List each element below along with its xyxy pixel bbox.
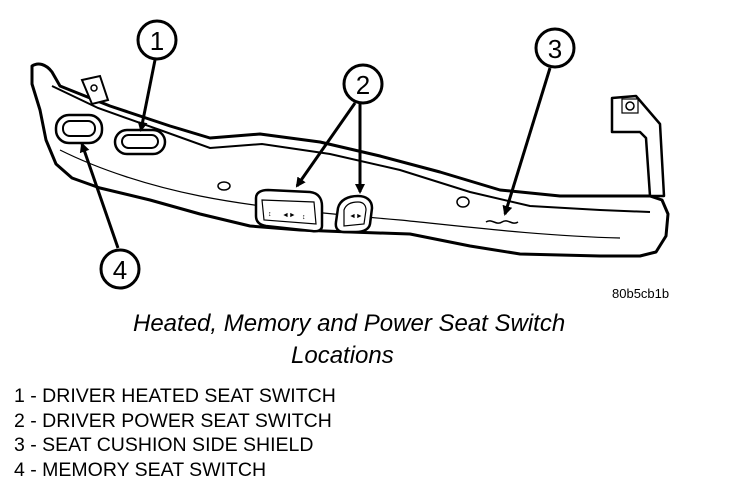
- figure-reference-code: 80b5cb1b: [612, 286, 670, 301]
- leader-arrow-3: [502, 67, 552, 216]
- legend-item: 3 - SEAT CUSHION SIDE SHIELD: [14, 434, 314, 456]
- callout-3-number: 3: [548, 34, 562, 64]
- svg-text:◄►: ◄►: [349, 213, 363, 220]
- legend-item: 4 - MEMORY SEAT SWITCH: [14, 458, 267, 481]
- callout-1: 1: [136, 19, 178, 61]
- shield-hole: [217, 181, 231, 191]
- callout-1-number: 1: [150, 26, 164, 56]
- rear-flange-bolt-hole: [625, 101, 635, 111]
- front-mount-bolt-hole: [90, 84, 98, 92]
- memory-seat-switch: [54, 113, 104, 145]
- power-seat-switch-main: ↕ ◄► ↕: [254, 188, 324, 233]
- legend-item: 2 - DRIVER POWER SEAT SWITCH: [14, 409, 332, 432]
- power-seat-switch-recliner: ◄►: [334, 194, 374, 234]
- leader-arrow-2a: [295, 102, 357, 188]
- caption-line-1: Heated, Memory and Power Seat Switch: [133, 310, 566, 337]
- front-mount-tab: [80, 74, 110, 106]
- legend-item: 1 - DRIVER HEATED SEAT SWITCH: [14, 385, 336, 407]
- callout-4-number: 4: [113, 255, 127, 285]
- leader-arrow-1: [137, 59, 157, 132]
- caption-line-2: Locations: [291, 342, 394, 369]
- callout-4: 4: [99, 248, 141, 290]
- callout-2: 2: [342, 63, 384, 105]
- heated-seat-switch: [113, 128, 167, 156]
- leader-arrow-4: [79, 142, 120, 249]
- shield-hole: [456, 196, 470, 208]
- callout-3: 3: [534, 27, 576, 69]
- seat-shield-diagram: ↕ ◄► ↕ ◄► 1 2 3 4: [30, 19, 670, 290]
- rear-flange-tab: [621, 98, 639, 114]
- leader-arrows: [79, 59, 552, 249]
- shield-wave-detail: [485, 220, 519, 224]
- svg-text:◄►: ◄►: [282, 212, 296, 219]
- legend-list: 1 - DRIVER HEATED SEAT SWITCH 2 - DRIVER…: [14, 384, 336, 482]
- callout-2-number: 2: [356, 70, 370, 100]
- svg-text:↕: ↕: [268, 211, 272, 218]
- rear-flange: [610, 94, 666, 198]
- svg-text:↕: ↕: [302, 214, 306, 221]
